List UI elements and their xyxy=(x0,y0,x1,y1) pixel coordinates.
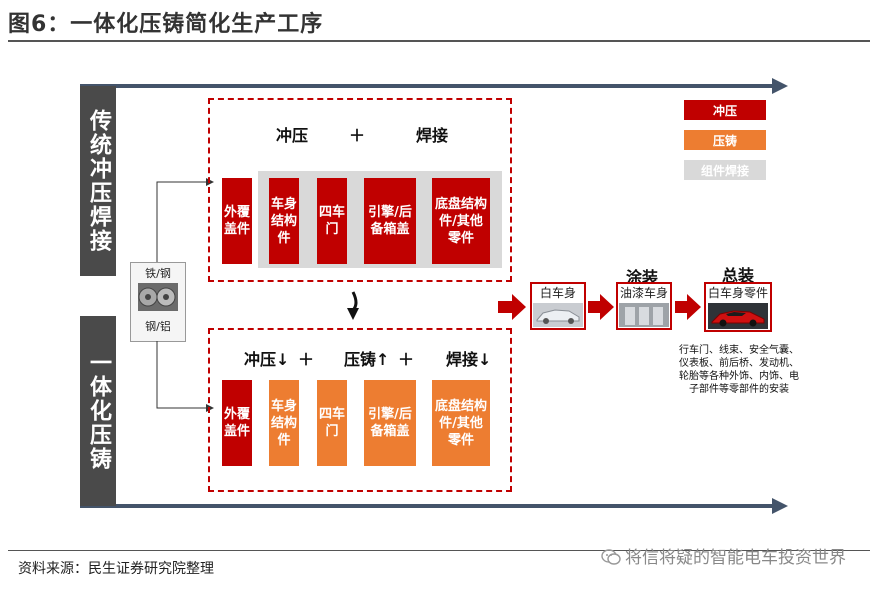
traditional-part-chassis-other: 底盘结构件/其他零件 xyxy=(432,178,490,264)
integrated-casting-label: 一体化压铸 xyxy=(80,316,116,506)
watermark-text: 将信将疑的智能电车投资世界 xyxy=(625,548,846,568)
legend-casting: 压铸 xyxy=(684,130,766,150)
source-note: 资料来源：民生证券研究院整理 xyxy=(18,561,214,577)
flow-arrow-to-body xyxy=(498,294,526,320)
footer-divider xyxy=(8,550,870,551)
finished-car-image xyxy=(708,303,768,329)
raw-material-box: 铁/钢 钢/铝 xyxy=(130,262,186,342)
traditional-part-outer-panels: 外覆盖件 xyxy=(222,178,252,264)
material-iron-steel: 铁/钢 xyxy=(145,267,171,280)
integrated-heading-casting: 压铸↑ xyxy=(344,350,390,369)
final-assembly-title: 总装 xyxy=(721,266,754,285)
integrated-heading-welding: 焊接↓ xyxy=(446,350,492,369)
traditional-heading-welding: 焊接 xyxy=(416,126,449,145)
painted-body-stage: 油漆车身 xyxy=(616,282,672,330)
legend-stamping: 冲压 xyxy=(684,100,766,120)
title-divider xyxy=(8,40,870,42)
material-steel-aluminum: 钢/铝 xyxy=(145,320,171,333)
integrated-part-four-doors: 四车门 xyxy=(317,380,347,466)
painted-body-label: 油漆车身 xyxy=(619,286,668,300)
integrated-part-hood-trunk: 引擎/后备箱盖 xyxy=(364,380,416,466)
final-assembly-stage: 白车身零件 xyxy=(704,282,772,332)
top-timeline-arrow xyxy=(80,78,788,94)
traditional-process-label: 传统冲压焊接 xyxy=(80,86,116,276)
process-transition-arrow xyxy=(347,291,359,320)
integrated-part-body-structure: 车身结构件 xyxy=(269,380,299,466)
page-title: 图6：一体化压铸简化生产工序 xyxy=(8,12,324,37)
flow-arrow-to-painting xyxy=(588,294,614,320)
assembly-description: 行车门、线束、安全气囊、仪表板、前后桥、发动机、轮胎等各种外饰、内饰、电子部件等… xyxy=(679,345,799,395)
body-in-white-label: 白车身 xyxy=(539,286,576,300)
body-in-white-image xyxy=(533,303,583,327)
traditional-heading-stamping: 冲压 xyxy=(276,126,309,145)
integrated-heading-plus-1: ＋ xyxy=(298,350,315,369)
assembly-parts-label: 白车身零件 xyxy=(707,286,768,300)
watermark: 将信将疑的智能电车投资世界 xyxy=(601,543,846,568)
integrated-heading-stamping: 冲压↓ xyxy=(244,350,290,369)
legend-component-welding: 组件焊接 xyxy=(684,160,766,180)
traditional-heading-plus: ＋ xyxy=(349,126,366,145)
painted-body-image xyxy=(619,303,669,327)
wechat-icon xyxy=(601,549,621,565)
integrated-part-chassis-other: 底盘结构件/其他零件 xyxy=(432,380,490,466)
traditional-process-box xyxy=(208,98,512,282)
traditional-part-four-doors: 四车门 xyxy=(317,178,347,264)
integrated-process-box xyxy=(208,328,512,492)
bottom-timeline-arrow xyxy=(80,498,788,514)
traditional-part-body-structure: 车身结构件 xyxy=(269,178,299,264)
body-in-white-stage: 白车身 xyxy=(530,282,586,330)
flow-arrow-to-assembly xyxy=(675,294,701,320)
metal-coil-icon xyxy=(138,283,178,311)
integrated-part-outer-panels: 外覆盖件 xyxy=(222,380,252,466)
integrated-heading-plus-2: ＋ xyxy=(398,350,415,369)
traditional-part-hood-trunk: 引擎/后备箱盖 xyxy=(364,178,416,264)
